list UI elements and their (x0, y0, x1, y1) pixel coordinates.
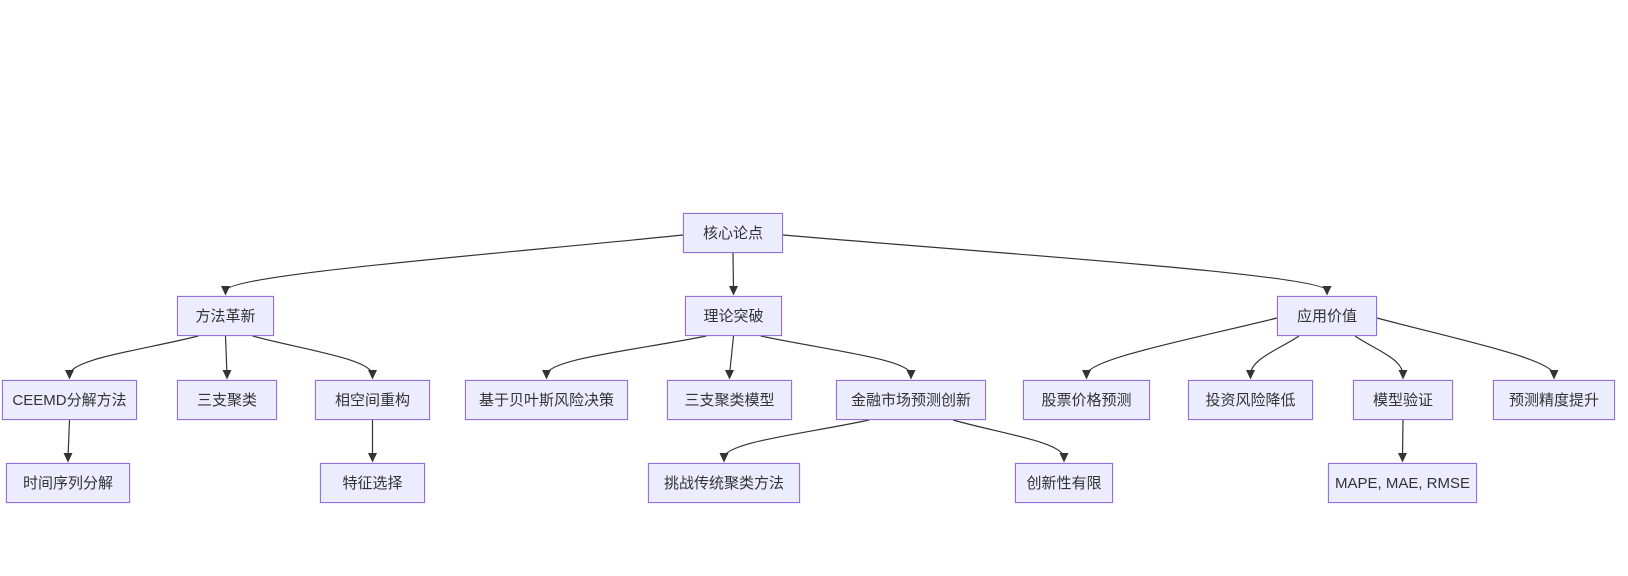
arrowhead-finance-to-challenge (719, 453, 729, 463)
edge-core-to-value (782, 234, 1328, 292)
flowchart-node-theory: 理论突破 (685, 296, 782, 336)
edge-method-to-ceemd (68, 335, 199, 376)
flowchart-node-challenge: 挑战传统聚类方法 (648, 463, 800, 503)
arrowhead-validate-to-metrics (1398, 453, 1407, 463)
arrowhead-method-to-three_cluster (222, 370, 232, 380)
flowchart-node-value: 应用价值 (1277, 296, 1377, 336)
edge-value-to-stock (1085, 317, 1278, 376)
edge-theory-to-bayes (545, 335, 707, 376)
flowchart-node-finance: 金融市场预测创新 (836, 380, 986, 420)
arrowhead-ceemd-to-decompose (63, 453, 73, 463)
arrowhead-core-to-value (1322, 286, 1332, 296)
edge-theory-to-finance (760, 335, 912, 376)
edge-value-to-precision (1376, 317, 1555, 376)
flowchart-node-phase: 相空间重构 (315, 380, 430, 420)
arrowhead-theory-to-three_model (725, 370, 734, 380)
flowchart-node-three_cluster: 三支聚类 (177, 380, 277, 420)
edge-core-to-method (224, 234, 684, 292)
arrowhead-value-to-validate (1398, 370, 1408, 380)
arrowhead-value-to-risk (1246, 370, 1255, 380)
edge-ceemd-to-decompose (67, 419, 71, 459)
arrowhead-value-to-precision (1549, 370, 1559, 380)
arrowhead-theory-to-finance (906, 370, 916, 380)
arrowhead-phase-to-feature (368, 453, 377, 463)
edge-method-to-phase (252, 335, 374, 376)
edge-theory-to-three_model (728, 335, 735, 376)
flowchart-node-decompose: 时间序列分解 (6, 463, 130, 503)
edge-method-to-three_cluster (224, 335, 228, 376)
flowchart-node-ceemd: CEEMD分解方法 (2, 380, 137, 420)
flowchart-node-feature: 特征选择 (320, 463, 425, 503)
flowchart-node-three_model: 三支聚类模型 (667, 380, 792, 420)
flowchart-node-validate: 模型验证 (1353, 380, 1453, 420)
arrowhead-core-to-theory (729, 286, 738, 296)
arrowhead-core-to-method (221, 286, 230, 296)
arrowhead-theory-to-bayes (542, 370, 551, 380)
flowchart-node-core: 核心论点 (683, 213, 783, 253)
flowchart-node-bayes: 基于贝叶斯风险决策 (465, 380, 628, 420)
edge-value-to-validate (1354, 335, 1404, 376)
flowchart-node-method: 方法革新 (177, 296, 274, 336)
edge-validate-to-metrics (1401, 419, 1404, 459)
arrowhead-finance-to-limited (1059, 453, 1069, 463)
edge-core-to-theory (732, 252, 735, 292)
flowchart-node-precision: 预测精度提升 (1493, 380, 1615, 420)
arrowhead-method-to-ceemd (65, 370, 74, 380)
edge-finance-to-limited (952, 419, 1065, 459)
flowchart-node-metrics: MAPE, MAE, RMSE (1328, 463, 1477, 503)
arrowhead-method-to-phase (368, 370, 377, 380)
flowchart-node-risk: 投资风险降低 (1188, 380, 1313, 420)
edge-finance-to-challenge (723, 419, 870, 459)
flowchart-node-stock: 股票价格预测 (1023, 380, 1150, 420)
arrowhead-value-to-stock (1082, 370, 1091, 380)
flowchart-node-limited: 创新性有限 (1015, 463, 1113, 503)
edge-value-to-risk (1249, 335, 1300, 376)
